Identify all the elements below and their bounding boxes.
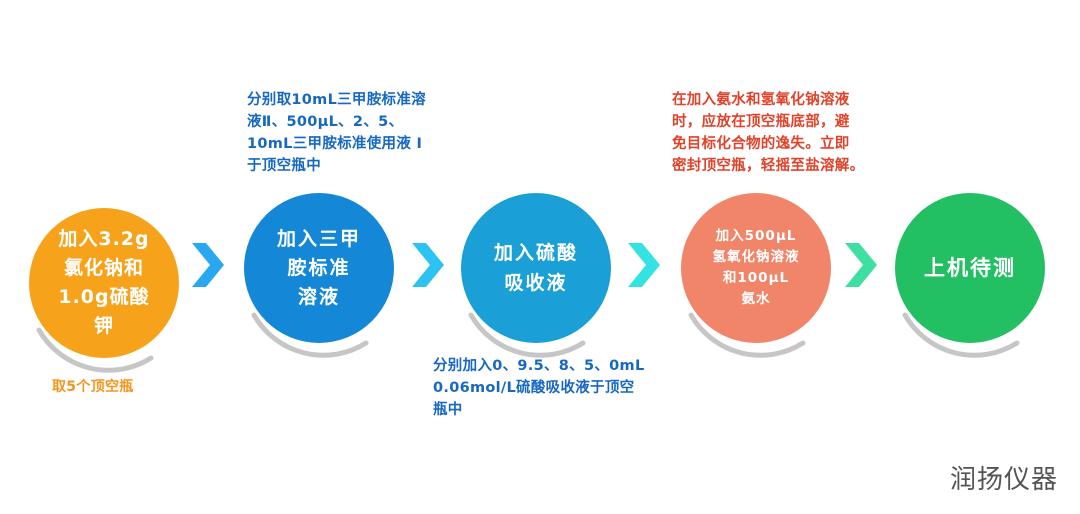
step-3-ring [468, 312, 586, 358]
step-2: 加入三甲 胺标准 溶液 [244, 193, 404, 358]
step-5-ring [902, 312, 1020, 358]
step-1: 加入3.2g 氯化钠和 1.0g硫酸 钾 [29, 208, 189, 373]
step-5-circle: 上机待测 [895, 193, 1045, 343]
chevron-right-icon [412, 243, 444, 287]
step-2-note: 分别取10mL三甲胺标准溶 液Ⅱ、500μL、2、5、 10mL三甲胺标准使用液… [247, 92, 426, 174]
step-2-circle: 加入三甲 胺标准 溶液 [244, 193, 394, 343]
step-5: 上机待测 [895, 193, 1055, 358]
step-3-note: 分别加入0、9.5、8、5、0mL 0.06mol/L硫酸吸收液于顶空 瓶中 [433, 358, 645, 418]
step-4-label: 加入500μL 氢氧化钠溶液 和100μL 氨水 [712, 228, 800, 307]
step-4: 加入500μL 氢氧化钠溶液 和100μL 氨水 [681, 193, 841, 358]
step-4-ring [688, 312, 806, 358]
step-1-circle: 加入3.2g 氯化钠和 1.0g硫酸 钾 [29, 208, 179, 358]
step-2-label: 加入三甲 胺标准 溶液 [276, 227, 361, 308]
step-3-label: 加入硫酸 吸收液 [493, 242, 578, 294]
step-4-note: 在加入氨水和氢氧化钠溶液 时，应放在顶空瓶底部，避 免目标化合物的逸失。立即 密… [672, 92, 865, 174]
step-1-ring [36, 327, 154, 373]
brand-watermark: 润扬仪器 [949, 465, 1058, 495]
step-1-label: 加入3.2g 氯化钠和 1.0g硫酸 钾 [58, 228, 150, 337]
step-5-label: 上机待测 [924, 256, 1016, 280]
step-2-ring [251, 312, 369, 358]
chevron-right-icon [845, 243, 877, 287]
chevron-right-icon [192, 243, 224, 287]
step-1-note: 取5个顶空瓶 [52, 379, 134, 395]
step-3-circle: 加入硫酸 吸收液 [461, 193, 611, 343]
chevron-right-icon [628, 243, 660, 287]
step-4-circle: 加入500μL 氢氧化钠溶液 和100μL 氨水 [681, 193, 831, 343]
step-3: 加入硫酸 吸收液 [461, 193, 621, 358]
